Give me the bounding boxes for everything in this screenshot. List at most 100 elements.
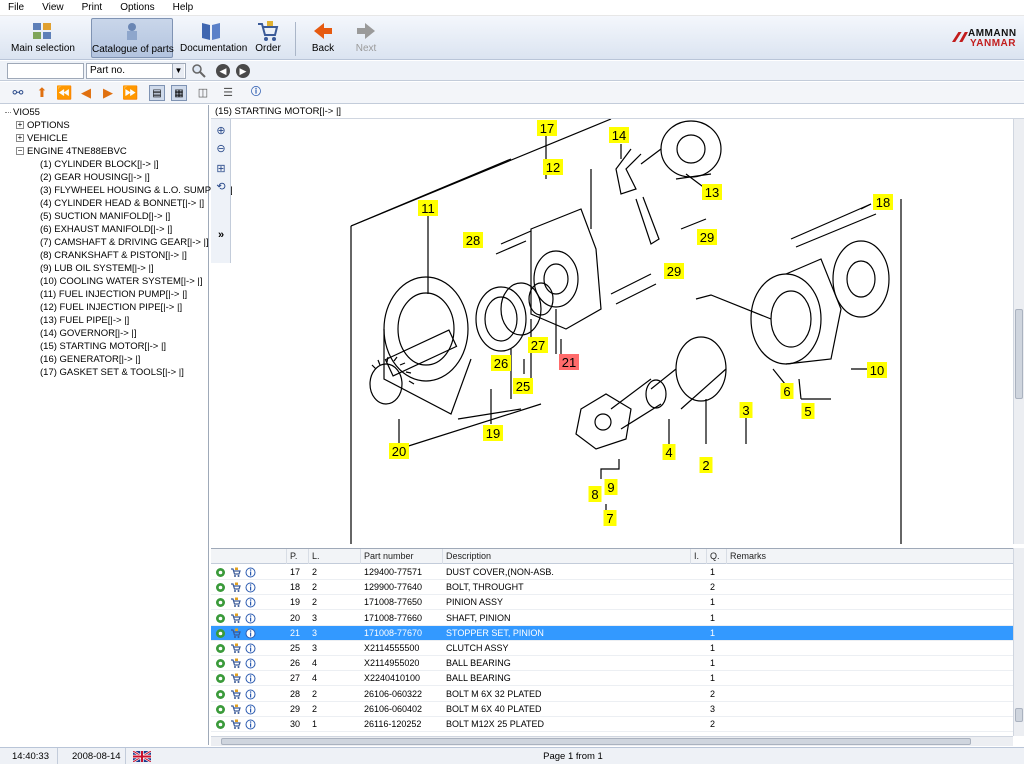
gear-icon[interactable] [215,597,226,608]
table-horizontal-scrollbar[interactable] [211,736,1013,746]
info-icon[interactable] [245,704,256,715]
callout-label[interactable]: 3 [739,402,753,418]
tree-item[interactable]: (11) FUEL INJECTION PUMP[|-> |] [40,289,188,300]
collapse-minus-icon[interactable]: − [16,146,24,156]
zoom-fit-icon[interactable]: ⟲ [216,181,226,193]
cart-icon[interactable] [230,567,241,578]
next-button[interactable]: Next [348,18,384,58]
gear-icon[interactable] [215,628,226,639]
callout-label[interactable]: 10 [867,362,887,378]
first-page-icon[interactable]: ⏪ [56,85,73,100]
header-part-number[interactable]: Part number [361,549,443,564]
callout-label[interactable]: 5 [801,403,815,419]
tree-item[interactable]: (17) GASKET SET & TOOLS[|-> |] [40,367,184,378]
info-icon[interactable] [245,567,256,578]
chevron-down-icon[interactable]: ▼ [172,64,184,78]
callout-label[interactable]: 7 [603,510,617,526]
last-page-icon[interactable]: ⏩ [122,85,139,100]
uk-flag-icon[interactable] [132,749,152,764]
callout-label[interactable]: 29 [664,263,684,279]
tree-item[interactable]: (14) GOVERNOR[|-> |] [40,328,137,339]
header-remarks[interactable]: Remarks [730,551,767,561]
callout-label[interactable]: 14 [609,127,629,143]
zoom-out-icon[interactable]: ⊖ [216,143,226,155]
tree-item[interactable]: (7) CAMSHAFT & DRIVING GEAR[|-> |] [40,237,209,248]
info-icon[interactable] [245,673,256,684]
callout-label[interactable]: 4 [662,444,676,460]
catalogue-button[interactable]: Catalogue of parts [91,18,174,58]
header-quantity[interactable]: Q. [707,549,727,564]
cart-icon[interactable] [230,643,241,654]
header-description[interactable]: Description [443,549,691,564]
gear-icon[interactable] [215,673,226,684]
info-icon[interactable] [245,582,256,593]
cart-icon[interactable] [230,613,241,624]
view-drawing-icon[interactable]: ▤ [149,85,165,101]
search-next-icon[interactable]: ▶ [236,64,250,78]
drawing-scrollbar[interactable] [1013,119,1024,544]
scrollbar-thumb[interactable] [1015,309,1023,399]
callout-label[interactable]: 26 [491,355,511,371]
tree-item[interactable]: (1) CYLINDER BLOCK[|-> |] [40,159,159,170]
gear-icon[interactable] [215,613,226,624]
callout-label[interactable]: 21 [559,354,579,370]
callout-label[interactable]: 6 [780,383,794,399]
cart-icon[interactable] [230,628,241,639]
info-icon[interactable] [245,643,256,654]
header-position[interactable]: P. [287,549,309,564]
cart-icon[interactable] [230,704,241,715]
callout-label[interactable]: 9 [604,479,618,495]
callout-label[interactable]: 25 [513,378,533,394]
tree-item-vehicle[interactable]: +VEHICLE [16,133,68,144]
info-icon[interactable] [245,613,256,624]
gear-icon[interactable] [215,719,226,730]
expand-tools-icon[interactable]: » [217,229,225,241]
cart-icon[interactable] [230,597,241,608]
callout-label[interactable]: 19 [483,425,503,441]
menu-help[interactable]: Help [172,2,194,13]
cart-icon[interactable] [230,719,241,730]
callout-label[interactable]: 2 [699,457,713,473]
callout-label[interactable]: 18 [873,194,893,210]
cart-icon[interactable] [230,582,241,593]
cart-icon[interactable] [230,689,241,700]
zoom-in-icon[interactable]: ⊕ [216,125,226,137]
callout-label[interactable]: 12 [543,159,563,175]
view-list-icon[interactable]: ☰ [223,87,233,99]
tree-root[interactable]: VIO55 [5,107,40,119]
info-icon[interactable] [245,597,256,608]
gear-icon[interactable] [215,582,226,593]
callout-label[interactable]: 29 [697,229,717,245]
callout-label[interactable]: 8 [588,486,602,502]
gear-icon[interactable] [215,643,226,654]
menu-file[interactable]: File [8,2,25,13]
info-icon[interactable] [245,719,256,730]
tree-item[interactable]: (13) FUEL PIPE[|-> |] [40,315,130,326]
cart-icon[interactable] [230,658,241,669]
gear-icon[interactable] [215,689,226,700]
callout-label[interactable]: 11 [418,200,438,216]
callout-label[interactable]: 17 [537,120,557,136]
scrollbar-thumb[interactable] [221,738,971,745]
tree-structure-icon[interactable]: ⚯ [12,85,24,100]
tree-item[interactable]: (2) GEAR HOUSING[|-> |] [40,172,150,183]
header-info[interactable]: I. [691,549,707,564]
callout-label[interactable]: 27 [528,337,548,353]
main-selection-button[interactable]: Main selection [8,18,78,58]
table-scrollbar[interactable] [1013,548,1024,736]
callout-label[interactable]: 13 [702,184,722,200]
tree-item[interactable]: (8) CRANKSHAFT & PISTON[|-> |] [40,250,187,261]
menu-view[interactable]: View [42,2,64,13]
tree-item[interactable]: (6) EXHAUST MANIFOLD[|-> |] [40,224,173,235]
magnifier-icon[interactable] [191,63,207,79]
menu-print[interactable]: Print [81,2,103,13]
gear-icon[interactable] [215,704,226,715]
